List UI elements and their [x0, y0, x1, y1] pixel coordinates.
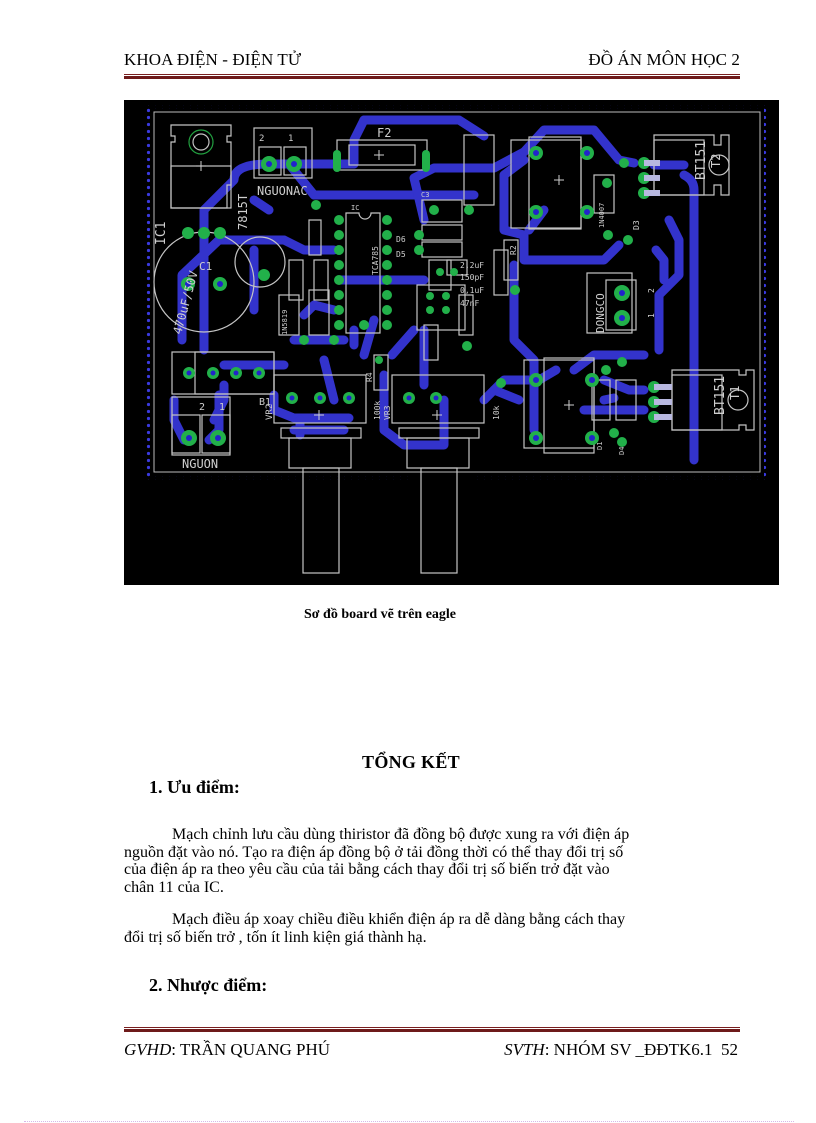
label-b1: B1 — [259, 397, 271, 408]
svg-text:D6: D6 — [396, 235, 406, 244]
paragraph-advantages-1: Mạch chỉnh lưu cầu dùng thiristor đã đồn… — [124, 826, 630, 896]
paragraph-advantages-2: Mạch điều áp xoay chiều điều khiển điện … — [124, 911, 626, 946]
label-nguon: NGUON — [182, 457, 218, 471]
label-nguonac: NGUONAC — [257, 184, 308, 198]
label-c3: C3 — [421, 191, 429, 199]
label-cap-d: 47nF — [460, 299, 479, 308]
svg-text:1N5819: 1N5819 — [281, 310, 289, 335]
label-d3: D3 — [632, 220, 641, 230]
label-triac-t1: BT151 — [713, 376, 728, 415]
header-rule — [124, 74, 740, 79]
label-dongco: DONGCO — [594, 293, 607, 333]
label-pin1: 1 — [288, 134, 293, 144]
footer-students: SVTH: NHÓM SV _ĐĐTK6.1 52 — [504, 1040, 738, 1060]
svg-text:2: 2 — [647, 288, 656, 293]
header-course: ĐỒ ÁN MÔN HỌC 2 — [588, 50, 740, 69]
label-ic1: IC1 — [154, 222, 169, 245]
page-edge-dots — [24, 1121, 794, 1122]
label-t1: T1 — [728, 386, 742, 400]
svg-text:1N4007: 1N4007 — [598, 203, 606, 228]
section-title: TỔNG KẾT — [362, 752, 460, 772]
footer-rule — [124, 1027, 740, 1032]
label-triac-t2: BT151 — [694, 141, 709, 180]
label-ic-part: TCA785 — [371, 246, 380, 275]
label-d4: D4 — [618, 447, 626, 455]
svg-text:D5: D5 — [396, 250, 406, 259]
label-vr3: VR3 — [383, 405, 392, 420]
label-d1: D1 — [596, 442, 604, 450]
students-label: SVTH — [504, 1040, 545, 1059]
pcb-board-image: F2 NGUONAC NGUON 2 1 2 1 B1 C1 IC C3 D6 … — [124, 100, 779, 585]
heading-disadvantages: 2. Nhược điểm: — [149, 975, 268, 995]
label-vr2: VR2 — [265, 404, 275, 420]
label-c1: C1 — [199, 260, 212, 273]
label-pin2: 2 — [259, 134, 264, 144]
footer-advisor: GVHD: TRẦN QUANG PHÚ — [124, 1040, 330, 1060]
label-cap-a: 2,2uF — [460, 261, 484, 270]
figure-caption: Sơ đồ board vẽ trên eagle — [304, 607, 457, 622]
label-r4: R4 — [365, 372, 374, 382]
label-r2: R2 — [509, 245, 518, 255]
heading-advantages: 1. Ưu điểm: — [149, 777, 240, 797]
label-reg: 7815T — [236, 194, 250, 230]
svg-text:2: 2 — [199, 402, 205, 413]
header-department: KHOA ĐIỆN - ĐIỆN TỬ — [124, 50, 302, 69]
page-number: 52 — [721, 1040, 738, 1059]
svg-text:10k: 10k — [492, 405, 501, 420]
label-c1-value: 470uF/50V — [170, 269, 200, 335]
svg-text:1: 1 — [219, 402, 225, 413]
label-ic: IC — [351, 204, 359, 212]
label-f2: F2 — [377, 126, 391, 140]
label-cap-c: 0,1uF — [460, 286, 484, 295]
label-cap-b: 150pF — [460, 273, 484, 282]
advisor-label: GVHD — [124, 1040, 172, 1059]
students-group: : NHÓM SV _ĐĐTK6.1 — [544, 1040, 713, 1059]
label-t2: T2 — [709, 154, 723, 168]
advisor-name: : TRẦN QUANG PHÚ — [171, 1040, 331, 1059]
label-vr-value: 100k — [373, 401, 382, 420]
svg-text:1: 1 — [647, 313, 656, 318]
